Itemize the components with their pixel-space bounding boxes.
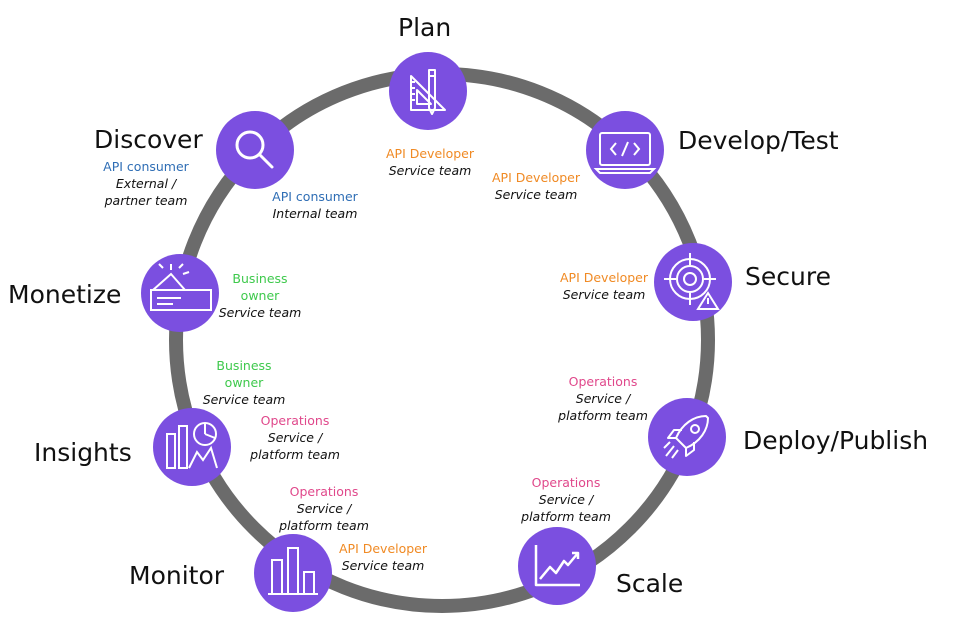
role-monitor-dev: API Developer Service team (339, 540, 427, 574)
search-icon (235, 130, 274, 169)
role-name: API consumer (272, 189, 358, 204)
card-spark-icon (150, 263, 212, 311)
role-deploy: Operations Service / platform team (558, 373, 648, 424)
analytics-icon (166, 422, 218, 469)
role-discover-external: API consumer External / partner team (103, 158, 189, 209)
team-name: Internal team (272, 206, 358, 221)
team-name: Service team (562, 287, 646, 302)
deploy-publish-node (648, 398, 726, 476)
target-warning-icon (664, 253, 720, 310)
scale-node (518, 527, 596, 605)
plan-node (389, 52, 467, 130)
role-name-line2: owner (224, 375, 264, 390)
code-window-icon (593, 132, 657, 174)
team-name: Service team (494, 187, 578, 202)
stage-label-monetize: Monetize (8, 280, 122, 309)
insights-node (153, 408, 231, 486)
develop-test-node (586, 111, 664, 189)
role-secure: API Developer Service team (560, 269, 648, 303)
bar-chart-icon (268, 547, 318, 595)
role-name: API Developer (559, 270, 649, 285)
team-name: Service team (388, 163, 472, 178)
role-name: API Developer (338, 541, 428, 556)
role-discover-internal: API consumer Internal team (272, 188, 358, 222)
role-monitor-ops: Operations Service / platform team (279, 483, 369, 534)
team-name: Service team (341, 558, 425, 573)
role-name: Operations (568, 374, 638, 389)
team-name: Service / (267, 430, 323, 445)
team-name-line2: platform team (250, 447, 340, 462)
role-insights-business: Business owner Service team (203, 357, 286, 408)
monitor-node (254, 534, 332, 612)
secure-node (654, 243, 732, 321)
monetize-node (141, 254, 219, 332)
role-name: API Developer (385, 146, 475, 161)
team-name: External / (115, 176, 177, 191)
stage-label-monitor: Monitor (129, 561, 225, 590)
role-name: API Developer (491, 170, 581, 185)
role-insights-ops: Operations Service / platform team (250, 412, 340, 463)
stage-label-insights: Insights (34, 438, 132, 467)
role-name: Operations (289, 484, 359, 499)
role-name: Operations (260, 413, 330, 428)
stage-label-secure: Secure (745, 262, 831, 291)
role-name: Business (216, 358, 272, 373)
trend-chart-icon (534, 545, 580, 587)
team-name-line2: platform team (558, 408, 648, 423)
team-name: Service / (538, 492, 594, 507)
team-name: Service / (296, 501, 352, 516)
role-name: API consumer (103, 159, 189, 174)
role-scale: Operations Service / platform team (521, 474, 611, 525)
team-name: Service team (202, 392, 286, 407)
stage-label-scale: Scale (616, 569, 684, 598)
stage-label-deploy-publish: Deploy/Publish (743, 426, 929, 455)
ruler-pencil-icon (410, 69, 446, 115)
role-name: Operations (531, 475, 601, 490)
discover-node (216, 111, 294, 189)
role-plan: API Developer Service team (386, 145, 474, 179)
role-name: Business (232, 271, 288, 286)
stage-label-discover: Discover (94, 125, 203, 154)
role-name-line2: owner (240, 288, 280, 303)
role-monetize: Business owner Service team (219, 270, 302, 321)
role-develop: API Developer Service team (492, 169, 580, 203)
team-name-line2: platform team (521, 509, 611, 524)
stage-label-develop-test: Develop/Test (678, 126, 839, 155)
team-name: Service / (575, 391, 631, 406)
team-name-line2: partner team (104, 193, 188, 208)
rocket-icon (663, 415, 709, 459)
stage-label-plan: Plan (398, 13, 452, 42)
team-name: Service team (218, 305, 302, 320)
team-name-line2: platform team (279, 518, 369, 533)
